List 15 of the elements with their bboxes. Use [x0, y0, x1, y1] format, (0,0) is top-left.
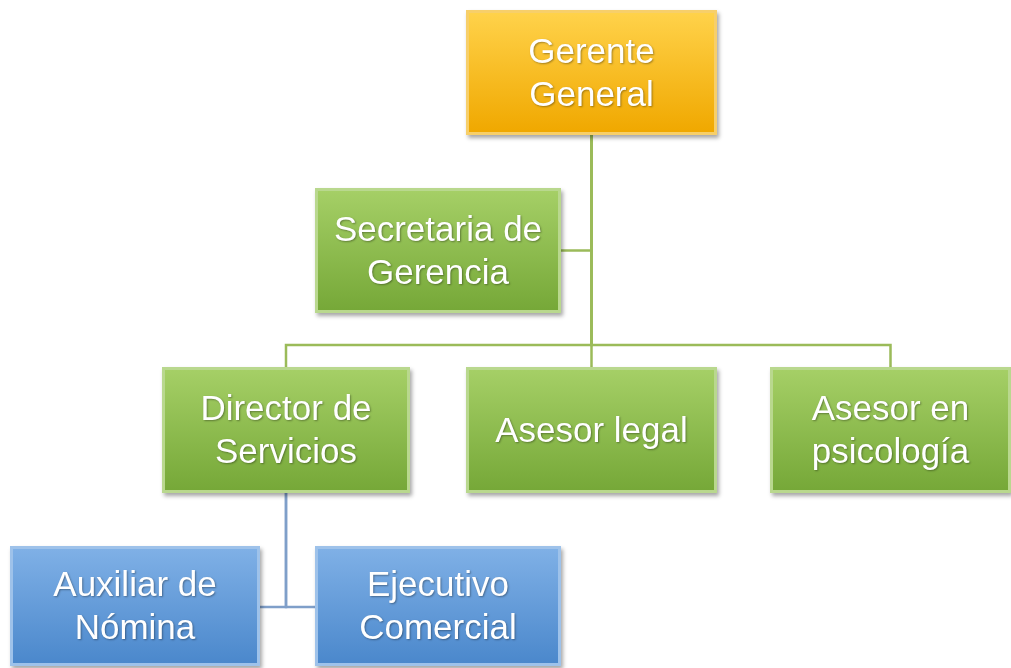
org-box: [315, 546, 561, 666]
role-title: Ejecutivo Comercial: [358, 563, 518, 648]
org-box: [10, 546, 260, 666]
role-title: Asesor en psicología: [810, 387, 971, 472]
role-title: Asesor legal: [495, 408, 688, 451]
org-box: [315, 188, 561, 313]
org-box: [162, 367, 410, 493]
connector-line: [284, 493, 315, 609]
role-title: Director de Servicios: [199, 387, 373, 472]
org-box: [466, 10, 717, 135]
role-title: Auxiliar de Nómina: [52, 563, 218, 648]
role-title: Secretaria de Gerencia: [332, 207, 544, 293]
role-title: Gerente General: [527, 29, 656, 115]
org-box: [770, 367, 1011, 493]
org-box: [466, 367, 717, 493]
